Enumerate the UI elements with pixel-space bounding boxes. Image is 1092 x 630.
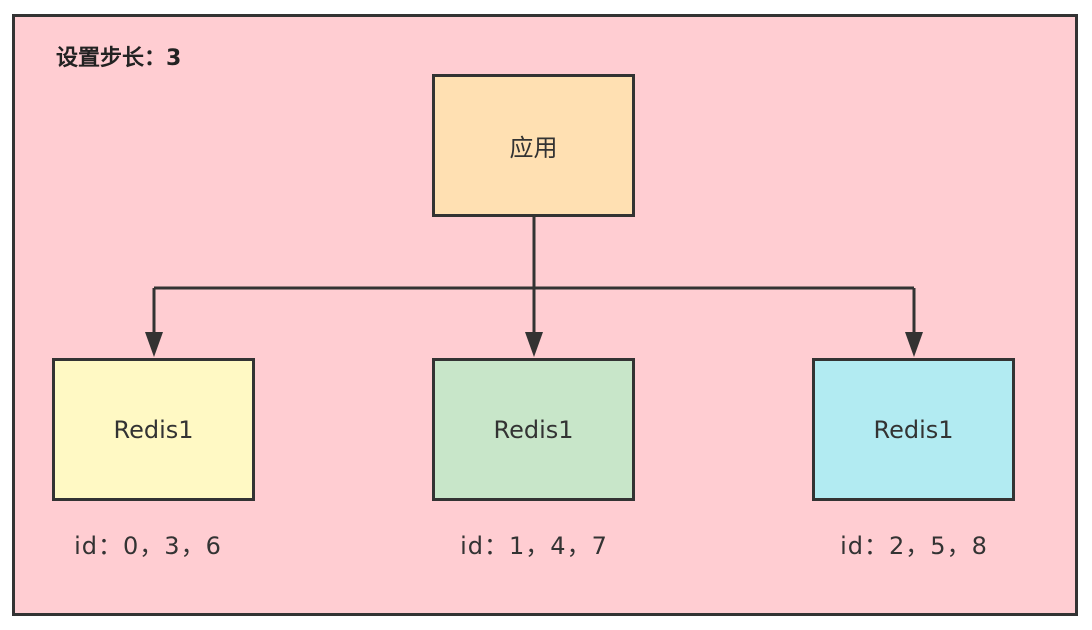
redis-node-2-ids: id：1，4，7 xyxy=(460,532,608,560)
app-node-label: 应用 xyxy=(509,134,558,162)
arrowhead-2 xyxy=(525,332,543,357)
redis-node-1-ids: id：0，3，6 xyxy=(74,532,222,560)
redis-node-3-ids: id：2，5，8 xyxy=(840,532,988,560)
diagram-title: 设置步长：3 xyxy=(56,46,182,71)
redis-node-2-label: Redis1 xyxy=(493,415,574,444)
app-node: 应用 xyxy=(432,74,635,217)
redis-node-1: Redis1 xyxy=(52,358,255,501)
redis-node-2: Redis1 xyxy=(432,358,635,501)
redis-node-1-label: Redis1 xyxy=(113,415,194,444)
arrowhead-3 xyxy=(905,332,923,357)
arrowhead-1 xyxy=(145,332,163,357)
redis-node-3-label: Redis1 xyxy=(873,415,954,444)
redis-node-3: Redis1 xyxy=(812,358,1015,501)
